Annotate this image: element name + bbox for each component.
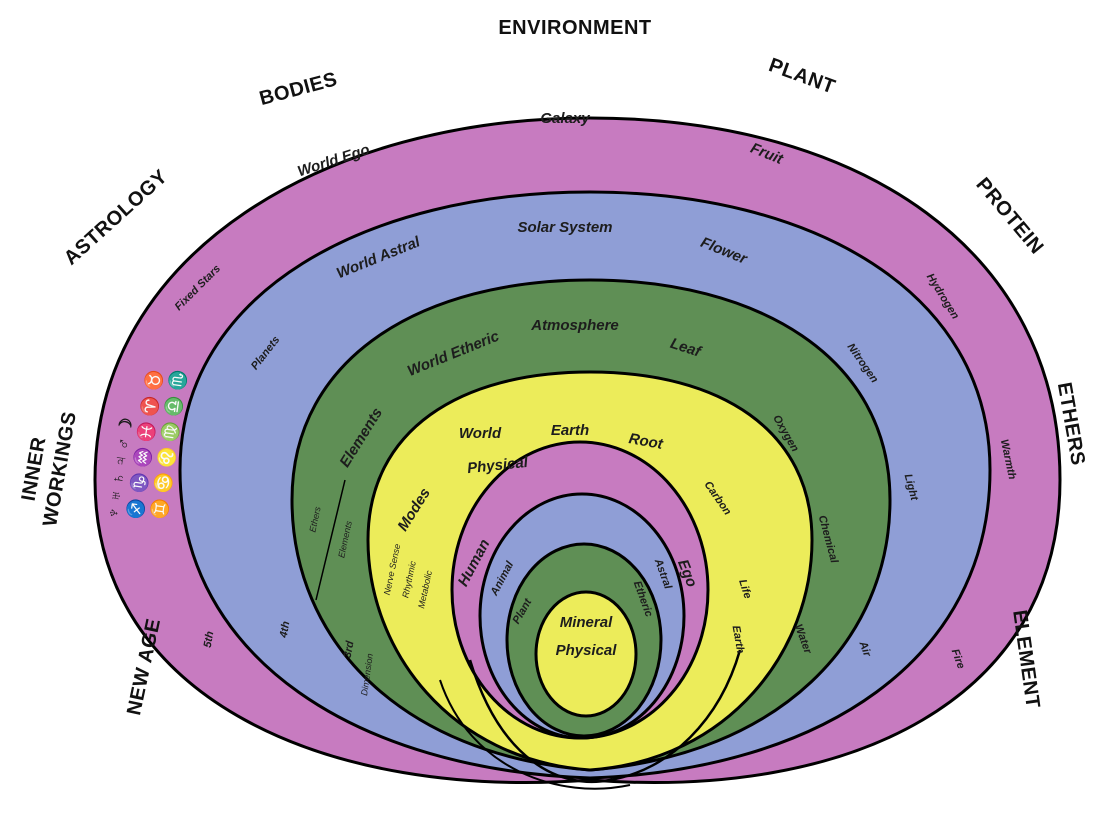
label-environment: ENVIRONMENT	[498, 17, 651, 39]
label-atmosphere: Atmosphere	[530, 317, 619, 334]
label-workings: WORKINGS	[39, 410, 81, 528]
label-physical-core: Physical	[556, 642, 618, 659]
label-third: 3rd	[342, 640, 357, 659]
ethers-elements-divider	[315, 479, 346, 601]
label-galaxy: Galaxy	[540, 110, 590, 127]
label-physical: Physical	[466, 454, 529, 477]
label-bodies: BODIES	[257, 68, 340, 110]
label-plant: PLANT	[766, 54, 839, 98]
label-earth: Earth	[551, 422, 589, 439]
label-air: Air	[856, 639, 873, 659]
label-root: Root	[627, 430, 665, 453]
mineral-physical-core	[534, 590, 638, 718]
loop-crossing-line-2	[439, 679, 631, 790]
label-fifth: 5th	[202, 630, 217, 649]
label-earth-2: Earth	[730, 625, 747, 655]
label-fourth: 4th	[278, 620, 293, 640]
label-life: Life	[736, 578, 753, 600]
label-mineral: Mineral	[560, 614, 613, 631]
label-element: ELEMENT	[1008, 609, 1044, 710]
label-solar-system: Solar System	[517, 219, 612, 236]
label-new-age: NEW AGE	[123, 616, 165, 717]
label-world: World	[459, 425, 502, 442]
loop-crossing-line	[468, 649, 742, 784]
label-astrology: ASTROLOGY	[60, 165, 172, 269]
label-protein: PROTEIN	[971, 174, 1047, 259]
